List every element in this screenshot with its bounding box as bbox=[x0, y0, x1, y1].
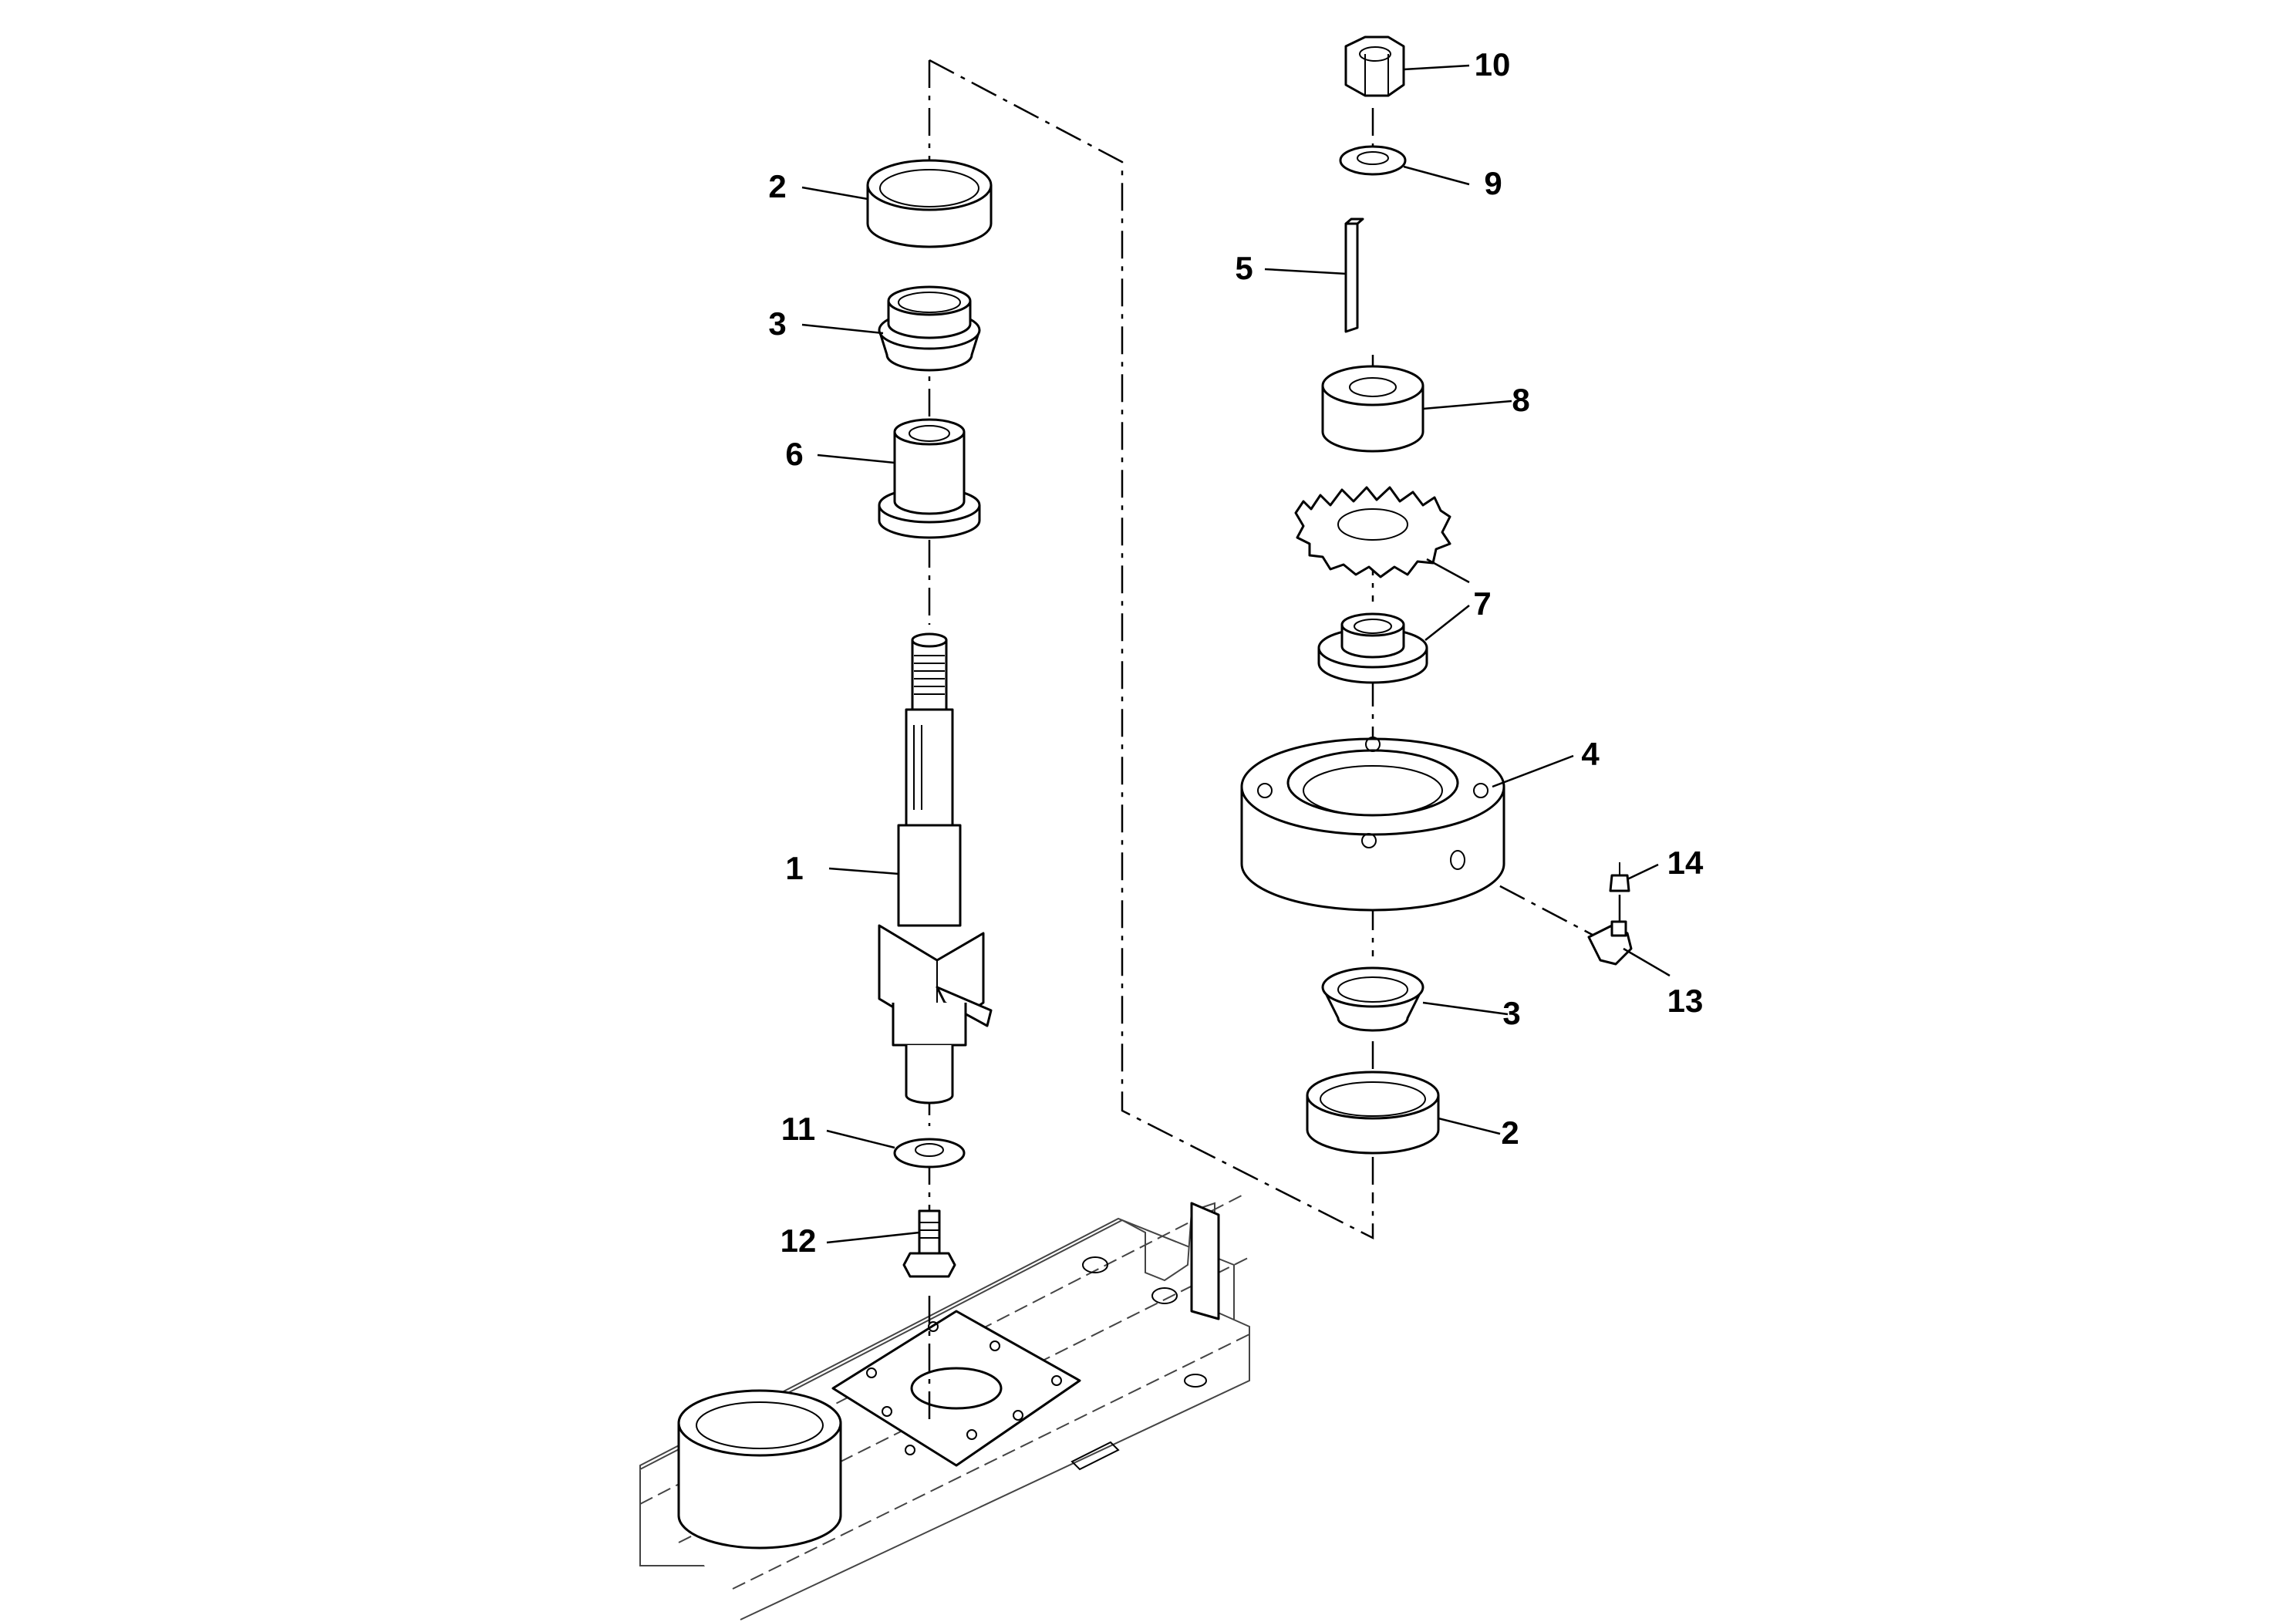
frame-base bbox=[639, 1195, 1250, 1620]
callout-8: 8 bbox=[1512, 382, 1529, 418]
callout-6: 6 bbox=[785, 436, 803, 472]
callout-9: 9 bbox=[1484, 165, 1502, 201]
callouts: 1 2 2 3 3 4 5 6 7 8 9 10 11 12 13 14 bbox=[768, 46, 1704, 1259]
callout-5: 5 bbox=[1235, 250, 1253, 286]
part-4-spindle-housing bbox=[1240, 737, 1505, 912]
part-5-key bbox=[1344, 218, 1364, 333]
callout-2-lower: 2 bbox=[1501, 1114, 1519, 1151]
part-2-bearing-cup-upper bbox=[866, 159, 993, 248]
part-3-bearing-cone-upper bbox=[878, 285, 981, 372]
part-1-spindle-shaft bbox=[878, 632, 993, 1104]
callout-12: 12 bbox=[781, 1222, 817, 1259]
part-3-bearing-cone-lower bbox=[1321, 966, 1424, 1032]
callout-2-upper: 2 bbox=[768, 168, 786, 204]
part-11-washer bbox=[893, 1138, 966, 1168]
callout-7: 7 bbox=[1473, 585, 1491, 622]
assembly-guide-lines bbox=[928, 59, 1621, 1419]
callout-11: 11 bbox=[781, 1111, 815, 1147]
callout-10: 10 bbox=[1475, 46, 1511, 83]
part-7-flanged-nut bbox=[1317, 612, 1428, 684]
callout-13: 13 bbox=[1667, 983, 1704, 1019]
part-12-bolt bbox=[902, 1209, 956, 1278]
callout-14: 14 bbox=[1667, 845, 1704, 881]
callout-3-upper: 3 bbox=[768, 305, 786, 342]
callout-3-lower: 3 bbox=[1502, 995, 1520, 1031]
part-8-collar bbox=[1321, 365, 1424, 453]
part-9-washer bbox=[1339, 145, 1407, 176]
part-2-bearing-cup-lower bbox=[1306, 1071, 1440, 1155]
part-6-flanged-bushing bbox=[878, 418, 981, 539]
part-13-elbow-fitting bbox=[1587, 920, 1633, 966]
part-14-grease-fitting bbox=[1609, 862, 1630, 892]
leader-lines bbox=[801, 64, 1671, 1244]
callout-1: 1 bbox=[785, 850, 803, 886]
part-7-toothed-washer bbox=[1294, 486, 1451, 578]
callout-4: 4 bbox=[1581, 736, 1600, 772]
part-10-nut bbox=[1344, 35, 1405, 97]
